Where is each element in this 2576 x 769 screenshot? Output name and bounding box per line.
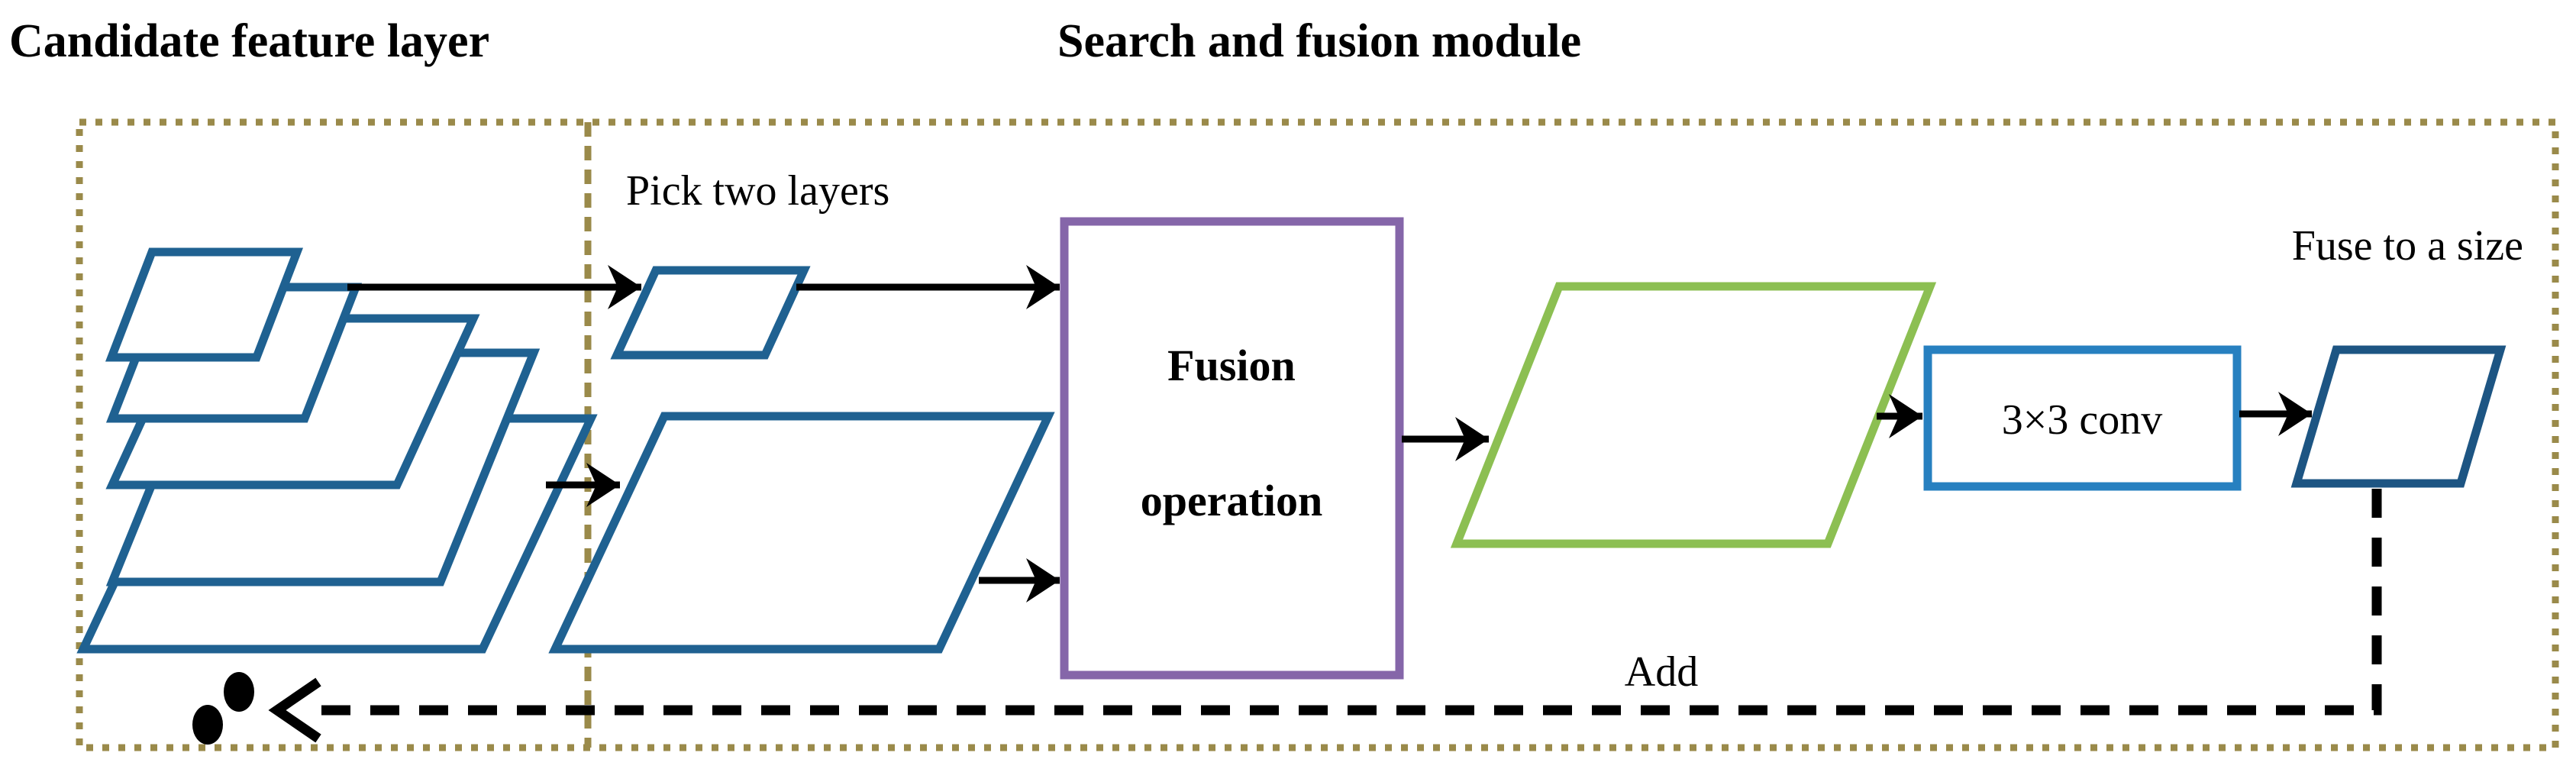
ellipsis-dot xyxy=(192,705,223,745)
add-label: Add xyxy=(1625,648,1698,696)
ellipsis-dot xyxy=(224,672,254,712)
feature-layer-1 xyxy=(105,247,304,362)
picked-large-layer xyxy=(548,412,1055,654)
picked-small-layer xyxy=(610,266,811,360)
conv-box xyxy=(1923,345,2242,491)
add-feedback-arrowhead-icon xyxy=(268,677,321,743)
pick-two-layers-label: Pick two layers xyxy=(626,167,889,215)
conv-label: 3×3 conv xyxy=(2002,396,2162,444)
fusion-operation-label-line2: operation xyxy=(1141,476,1322,525)
output-layer xyxy=(2290,345,2507,488)
module-boundary-border xyxy=(76,118,2559,751)
fusion-operation-label-line1: Fusion xyxy=(1167,341,1296,390)
fuse-to-a-size-label: Fuse to a size xyxy=(2292,222,2523,270)
fusion-operation-box xyxy=(1060,217,1404,680)
ellipsis-dots-icon xyxy=(192,672,254,745)
left-panel-title: Candidate feature layer xyxy=(9,15,489,67)
right-panel-title: Search and fusion module xyxy=(1057,15,1581,67)
fused-feature-map xyxy=(1450,282,1937,548)
add-feedback-dashed-line xyxy=(312,489,2382,716)
